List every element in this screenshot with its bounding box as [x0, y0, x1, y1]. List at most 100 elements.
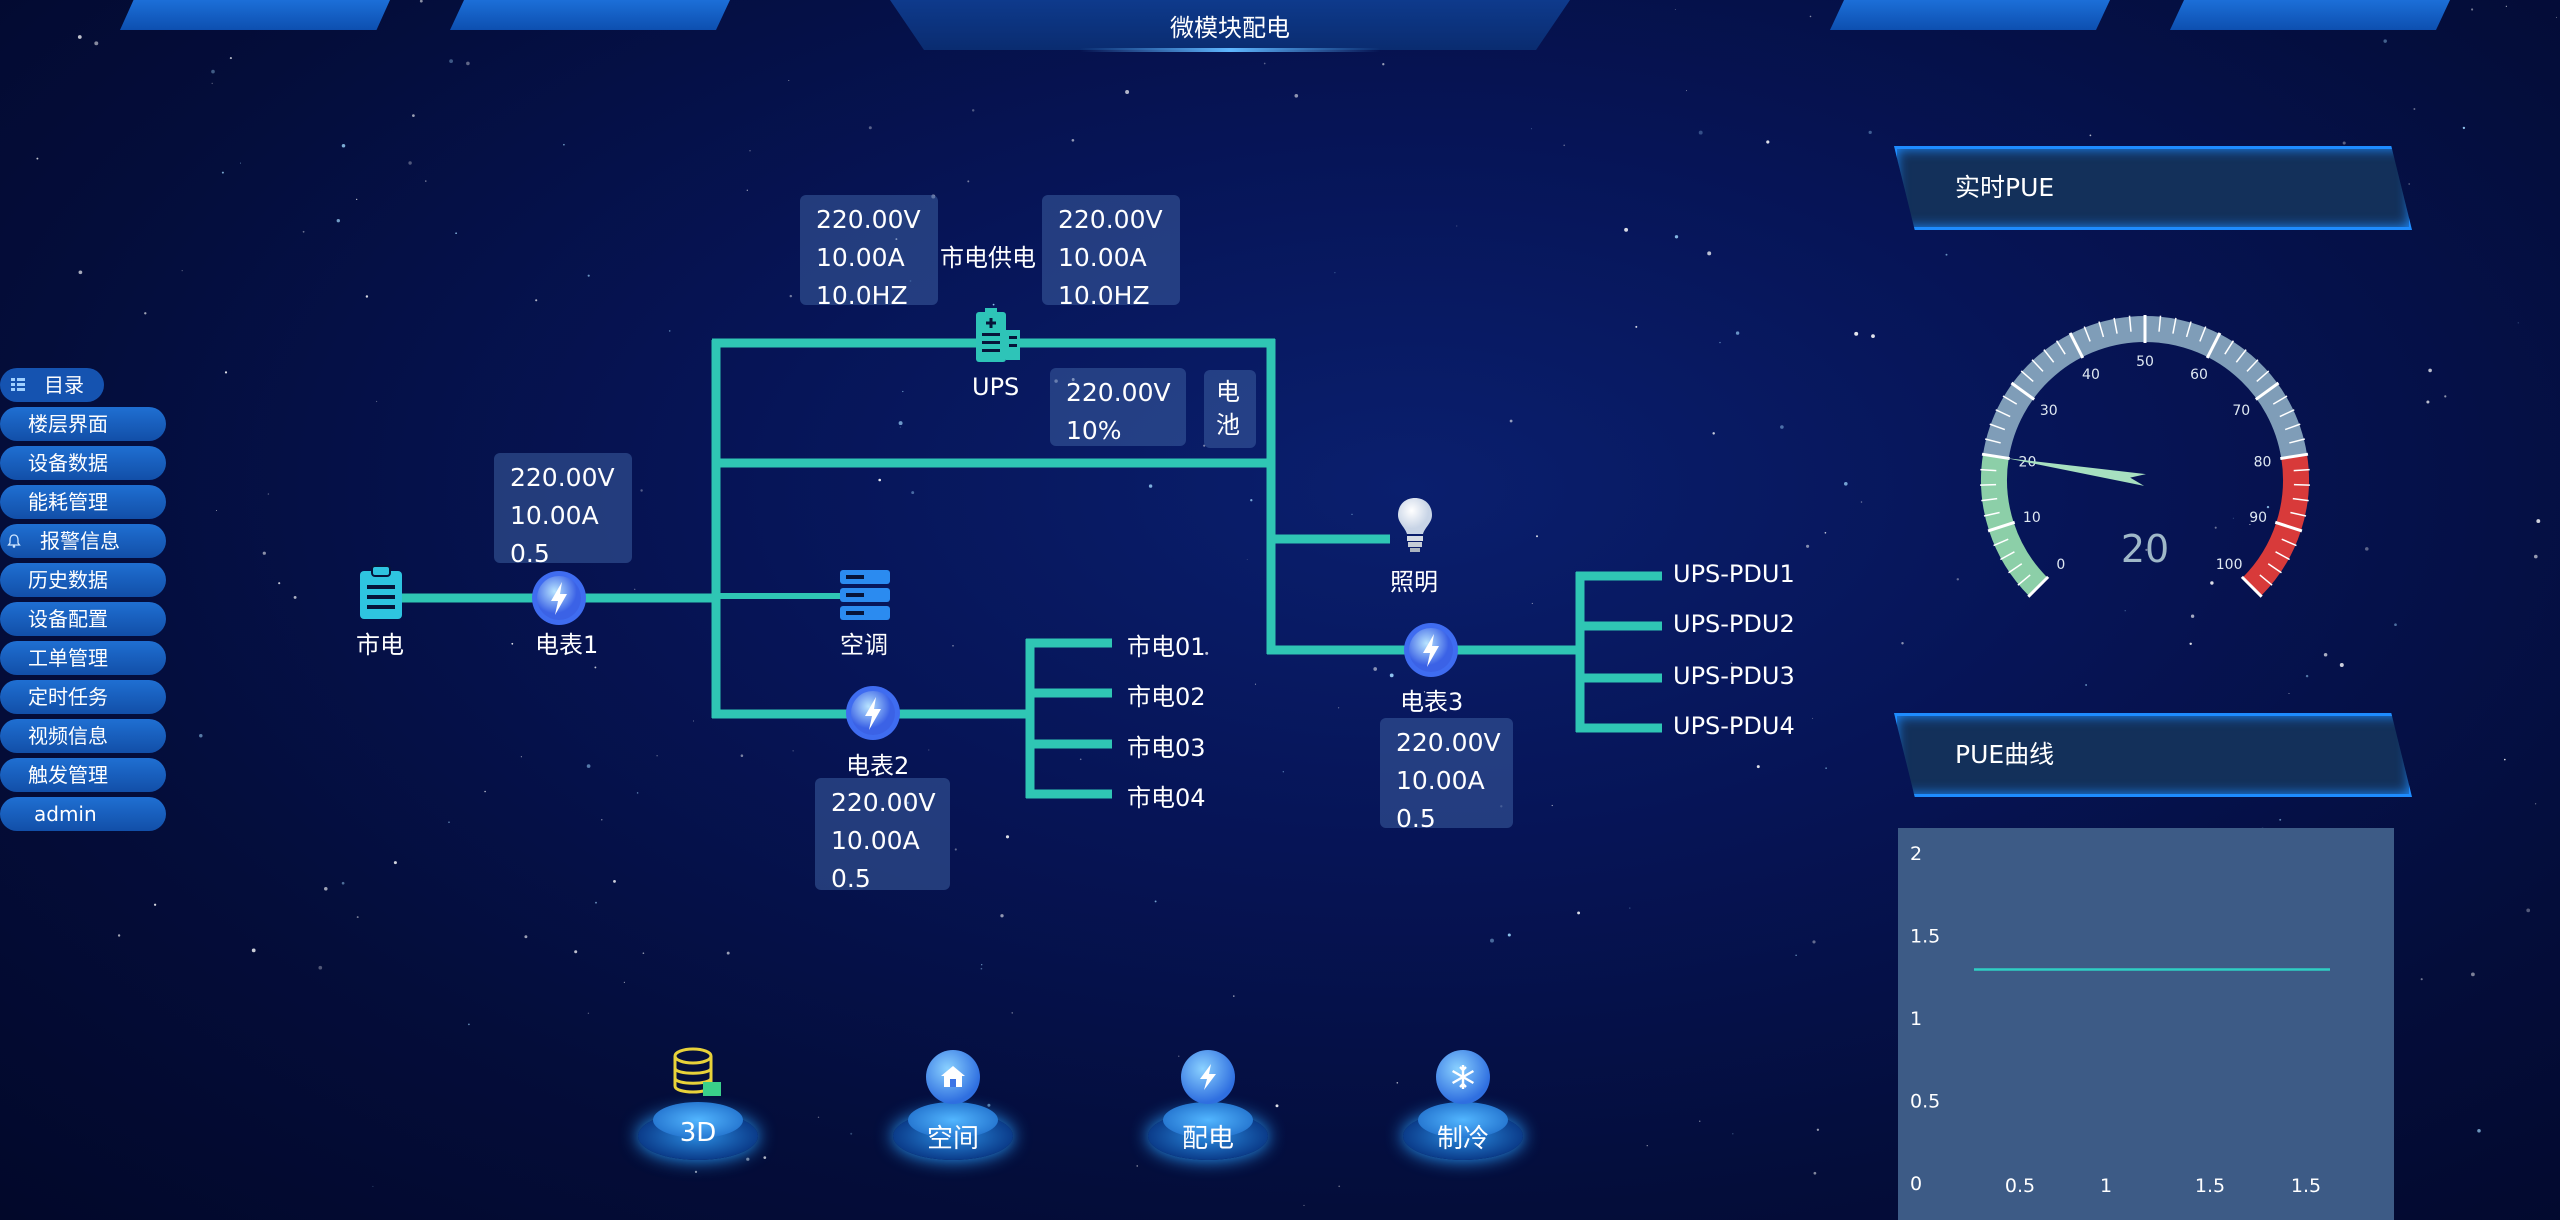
- x-tick-label: 1: [2100, 1175, 2112, 1197]
- star: [1719, 341, 1721, 344]
- star: [642, 952, 645, 955]
- gauge-tick-label: 40: [2082, 367, 2100, 383]
- star: [1338, 1185, 1341, 1188]
- nav-item-catalog[interactable]: 目录: [0, 368, 104, 402]
- star: [1373, 667, 1378, 671]
- ups-percent: 10%: [1066, 416, 1122, 445]
- nav-item-timer[interactable]: 定时任务: [0, 680, 166, 714]
- gauge-tick-label: 90: [2249, 510, 2267, 526]
- star: [356, 916, 359, 919]
- star: [393, 861, 397, 865]
- bottom-nav-power[interactable]: 配电: [1143, 1040, 1273, 1170]
- x-tick-label: 1.5: [2291, 1175, 2321, 1197]
- bottom-nav-space[interactable]: 空间: [888, 1040, 1018, 1170]
- bottom-nav-label: 空间: [926, 1124, 979, 1154]
- meter2-voltage: 220.00V: [831, 788, 936, 817]
- star: [520, 756, 522, 758]
- star: [1635, 325, 1638, 328]
- meter2-factor: 0.5: [831, 864, 871, 893]
- pdu-output-2: UPS-PDU2: [1673, 610, 1795, 638]
- bottom-nav-label: 制冷: [1436, 1124, 1489, 1154]
- star: [952, 644, 954, 647]
- star: [77, 35, 82, 39]
- mains-output-4: 市电04: [1127, 784, 1206, 812]
- header-deco-left-1: [120, 0, 390, 30]
- meter3-lightning-icon[interactable]: [1403, 622, 1459, 678]
- gauge-minor-tick: [1993, 538, 2009, 547]
- nav-item-alarm[interactable]: 报警信息: [0, 524, 166, 558]
- star: [981, 964, 983, 966]
- nav-item-device-data[interactable]: 设备数据: [0, 446, 166, 480]
- gauge-minor-tick: [1980, 468, 1997, 472]
- star: [792, 750, 794, 752]
- star: [1871, 334, 1875, 338]
- star: [2249, 523, 2251, 526]
- star: [1712, 432, 1715, 435]
- nav-item-device-config[interactable]: 设备配置: [0, 602, 166, 636]
- nav-item-trigger[interactable]: 触发管理: [0, 758, 166, 792]
- nav-item-history[interactable]: 历史数据: [0, 563, 166, 597]
- star: [595, 901, 597, 904]
- meter3-label: 电表3: [1400, 688, 1464, 716]
- star: [587, 274, 590, 277]
- bottom-nav-cooling[interactable]: 制冷: [1398, 1040, 1528, 1170]
- gauge-minor-tick: [2259, 574, 2273, 586]
- bottom-nav-3d[interactable]: 3D: [633, 1040, 763, 1170]
- star: [740, 754, 744, 757]
- star: [2394, 623, 2397, 627]
- ups-label: UPS: [972, 373, 1020, 401]
- gauge-minor-tick: [2289, 438, 2306, 444]
- star: [640, 489, 643, 492]
- meter1-lightning-icon[interactable]: [531, 570, 587, 626]
- star: [563, 143, 565, 146]
- star: [1294, 93, 1299, 98]
- star: [221, 171, 224, 174]
- star: [980, 967, 983, 970]
- star: [1735, 331, 1740, 335]
- nav-label: 工单管理: [28, 646, 108, 670]
- star: [2342, 141, 2346, 145]
- battery-box: 电池: [1204, 370, 1256, 448]
- star: [763, 1156, 767, 1159]
- gauge-tick-label: 80: [2254, 454, 2272, 470]
- star: [1531, 602, 1533, 604]
- star: [1809, 15, 1812, 18]
- ups-voltage: 220.00V: [1066, 378, 1171, 407]
- meter2-label: 电表2: [846, 752, 910, 780]
- gauge-major-tick: [2068, 332, 2085, 359]
- star: [240, 162, 241, 164]
- star: [2190, 614, 2195, 618]
- meter2-lightning-icon[interactable]: [845, 685, 901, 741]
- star: [484, 790, 486, 793]
- lightning-icon: [1200, 1064, 1216, 1090]
- ups-readings: 220.00V 10%: [1050, 368, 1186, 446]
- star: [36, 157, 39, 160]
- gauge-minor-tick: [2275, 551, 2290, 561]
- nav-item-work-order[interactable]: 工单管理: [0, 641, 166, 675]
- star: [1646, 1145, 1648, 1147]
- nav-label: 楼层界面: [28, 412, 108, 436]
- nav-item-energy[interactable]: 能耗管理: [0, 485, 166, 519]
- star: [1854, 331, 1859, 336]
- star: [2189, 642, 2192, 646]
- star: [911, 491, 915, 495]
- gauge-minor-tick: [2293, 483, 2310, 486]
- star: [586, 764, 591, 768]
- ups-icon[interactable]: [973, 308, 1023, 364]
- server-icon: [840, 570, 890, 620]
- star: [1536, 535, 1538, 538]
- star: [2428, 368, 2432, 373]
- gauge-tick-label: 0: [2056, 557, 2065, 573]
- star: [1699, 1120, 1701, 1122]
- button-base-inner: [1163, 1102, 1253, 1138]
- star: [1337, 707, 1340, 709]
- gauge-major-tick: [2274, 520, 2303, 533]
- star: [1812, 940, 1816, 944]
- star: [1490, 938, 1494, 943]
- star: [749, 150, 751, 152]
- nav-item-admin[interactable]: admin: [0, 797, 166, 831]
- star: [1629, 907, 1631, 909]
- star: [1303, 1204, 1305, 1206]
- nav-item-floor[interactable]: 楼层界面: [0, 407, 166, 441]
- nav-item-video[interactable]: 视频信息: [0, 719, 166, 753]
